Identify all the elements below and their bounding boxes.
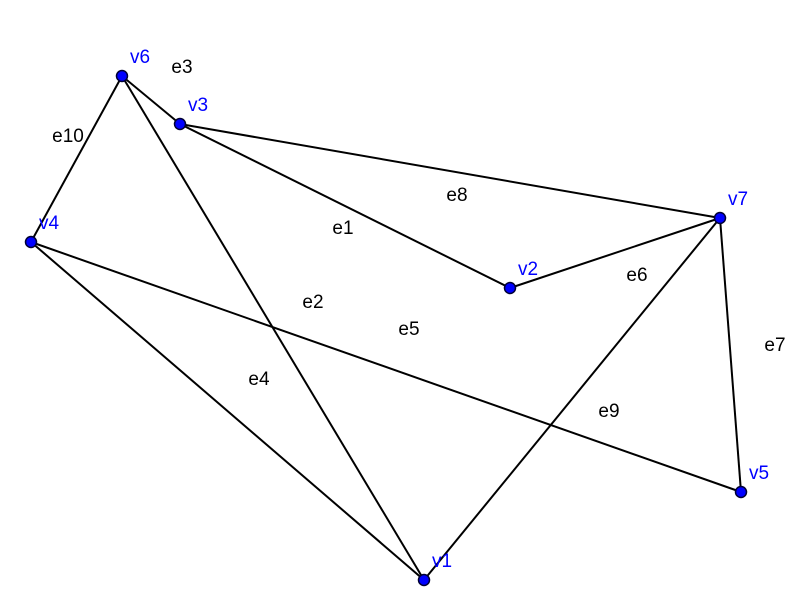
- vertex-v4[interactable]: v4: [24, 213, 60, 249]
- vertex-point[interactable]: [503, 281, 517, 295]
- edges-layer: [30, 75, 742, 581]
- vertex-v7[interactable]: v7: [713, 189, 749, 225]
- vertex-v5[interactable]: v5: [734, 463, 770, 499]
- vertex-label-v3: v3: [188, 95, 208, 116]
- vertex-point[interactable]: [417, 573, 431, 587]
- edge-labels-layer: e1 e2 e3 e4 e5 e6 e7 e8 e9 e10: [52, 57, 785, 422]
- vertex-point[interactable]: [24, 235, 38, 249]
- vertex-v6[interactable]: v6: [115, 47, 151, 83]
- edge-label-e1: e1: [332, 218, 353, 239]
- vertex-v2[interactable]: v2: [503, 259, 539, 295]
- edge-label-e6: e6: [626, 265, 647, 286]
- edge-e9: [423, 217, 721, 581]
- edge-label-e8: e8: [446, 185, 467, 206]
- vertex-label-v6: v6: [130, 47, 150, 68]
- edge-e8: [179, 123, 721, 219]
- vertex-v1[interactable]: v1: [417, 551, 453, 587]
- edge-label-e2: e2: [302, 292, 323, 313]
- edge-label-e10: e10: [52, 126, 84, 147]
- edge-label-e9: e9: [598, 401, 619, 422]
- edge-label-e7: e7: [764, 335, 785, 356]
- vertex-point[interactable]: [734, 485, 748, 499]
- vertex-point[interactable]: [115, 69, 129, 83]
- edge-e1: [179, 123, 511, 289]
- vertex-label-v5: v5: [749, 463, 769, 484]
- vertex-v3[interactable]: v3: [173, 95, 209, 131]
- edge-e4: [30, 241, 425, 581]
- edge-label-e4: e4: [248, 369, 270, 390]
- edge-label-e5: e5: [398, 319, 419, 340]
- vertices-layer: v1 v2 v3 v4 v5 v6 v7: [24, 47, 770, 587]
- vertex-label-v1: v1: [432, 551, 452, 572]
- vertex-label-v2: v2: [518, 259, 538, 280]
- edge-e7: [719, 217, 742, 493]
- vertex-label-v4: v4: [39, 213, 60, 234]
- edge-e10: [30, 75, 123, 243]
- vertex-point[interactable]: [713, 211, 727, 225]
- edge-e5: [30, 241, 742, 493]
- edge-e3: [121, 75, 181, 125]
- vertex-point[interactable]: [173, 117, 187, 131]
- edge-label-e3: e3: [171, 57, 192, 78]
- vertex-label-v7: v7: [728, 189, 748, 210]
- edge-e6: [509, 217, 721, 289]
